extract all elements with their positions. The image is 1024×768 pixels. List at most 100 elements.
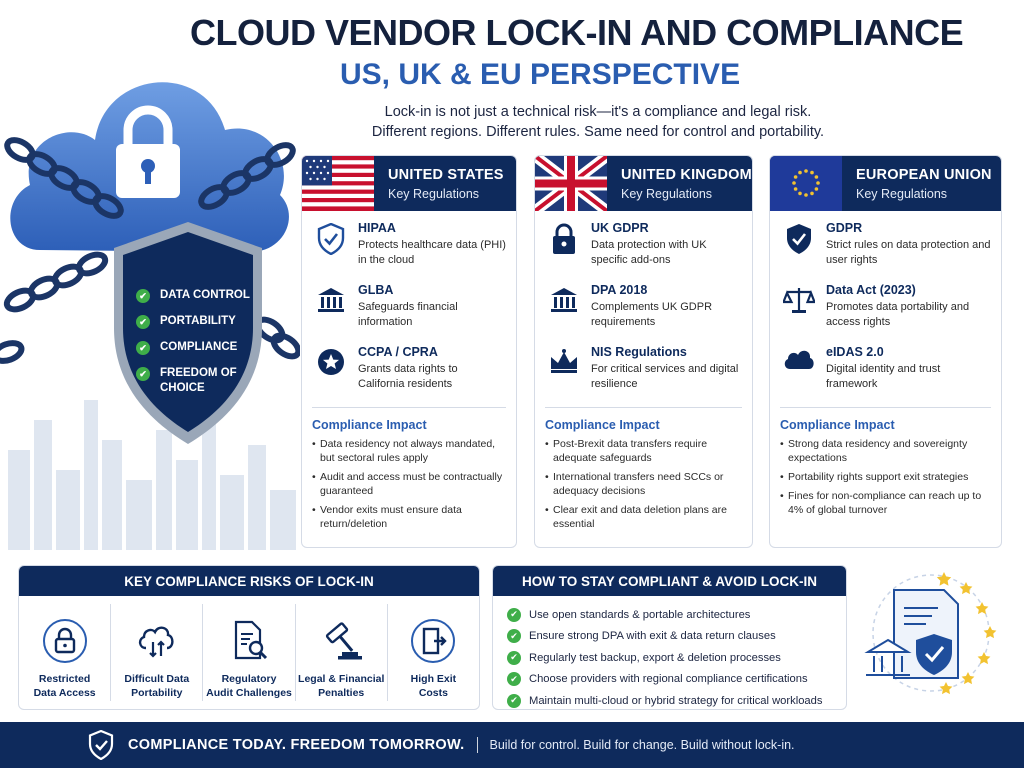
list-item: ✔Choose providers with regional complian… bbox=[507, 669, 846, 691]
crown-icon bbox=[551, 349, 577, 373]
impact-title: Compliance Impact bbox=[780, 418, 895, 432]
regulation-title: Data Act (2023) bbox=[826, 283, 916, 297]
us-flag-icon bbox=[302, 156, 374, 211]
check-icon: ✔ bbox=[507, 607, 521, 622]
list-item: ✔Maintain multi-cloud or hybrid strategy… bbox=[507, 690, 846, 709]
regulation-item: eIDAS 2.0 Digital identity and trust fra… bbox=[770, 335, 1001, 397]
regulation-desc: Protects healthcare data (PHI) in the cl… bbox=[358, 239, 506, 266]
padlock-icon bbox=[553, 223, 575, 254]
bank-icon bbox=[318, 288, 344, 312]
risks-panel: KEY COMPLIANCE RISKS OF LOCK-IN Restrict… bbox=[18, 565, 480, 710]
compliance-tips-panel: HOW TO STAY COMPLIANT & AVOID LOCK-IN ✔U… bbox=[492, 565, 847, 710]
hero-illustration: ✔DATA CONTROL ✔PORTABILITY ✔COMPLIANCE ✔… bbox=[0, 30, 300, 550]
padlock-icon bbox=[116, 105, 180, 198]
shield-check-icon bbox=[317, 223, 345, 255]
padlock-icon bbox=[42, 619, 87, 663]
check-icon: ✔ bbox=[507, 693, 521, 708]
regulation-desc: Digital identity and trust framework bbox=[826, 363, 941, 390]
regulation-title: NIS Regulations bbox=[591, 345, 687, 359]
cloud-icon bbox=[784, 350, 814, 369]
regulation-item: NIS Regulations For critical services an… bbox=[535, 335, 752, 397]
region-subtitle: Key Regulations bbox=[621, 186, 713, 201]
regulation-item: GDPR Strict rules on data protection and… bbox=[770, 211, 1001, 273]
regulation-item: DPA 2018 Complements UK GDPR requirement… bbox=[535, 273, 752, 335]
compliance-impact: Compliance Impact Post-Brexit data trans… bbox=[545, 407, 742, 531]
shield-item: ✔DATA CONTROL bbox=[136, 288, 266, 303]
region-header: EUROPEAN UNION Key Regulations bbox=[770, 156, 1001, 211]
shield-badge bbox=[114, 222, 262, 444]
regulation-desc: Promotes data portability and access rig… bbox=[826, 301, 970, 328]
footer-slogan: COMPLIANCE TODAY. FREEDOM TOMORROW. bbox=[128, 737, 465, 753]
list-item: Audit and access must be contractually g… bbox=[312, 470, 506, 498]
eu-flag-icon bbox=[770, 156, 842, 211]
compliance-tips-title: HOW TO STAY COMPLIANT & AVOID LOCK-IN bbox=[493, 566, 846, 596]
regulation-item: Data Act (2023) Promotes data portabilit… bbox=[770, 273, 1001, 335]
region-name: UNITED STATES bbox=[388, 166, 504, 183]
check-icon: ✔ bbox=[136, 315, 150, 329]
shield-item: ✔FREEDOM OF CHOICE bbox=[136, 366, 266, 396]
impact-title: Compliance Impact bbox=[545, 418, 660, 432]
tagline: Lock-in is not just a technical risk—it'… bbox=[371, 104, 825, 140]
shield-item: ✔PORTABILITY bbox=[136, 314, 266, 329]
regulation-desc: For critical services and digital resili… bbox=[591, 363, 739, 390]
list-item: Portability rights support exit strategi… bbox=[780, 470, 991, 484]
regulation-desc: Complements UK GDPR requirements bbox=[591, 301, 713, 328]
chain-graphic bbox=[0, 137, 300, 364]
footer-bar: COMPLIANCE TODAY. FREEDOM TOMORROW. Buil… bbox=[0, 722, 1024, 768]
regulation-item: GLBA Safeguards financial information bbox=[302, 273, 516, 335]
regulation-title: HIPAA bbox=[358, 221, 396, 235]
regulation-title: CCPA / CPRA bbox=[358, 345, 438, 359]
check-icon: ✔ bbox=[507, 650, 521, 665]
check-icon: ✔ bbox=[136, 341, 150, 355]
shield-item: ✔COMPLIANCE bbox=[136, 340, 266, 355]
compliance-impact: Compliance Impact Data residency not alw… bbox=[312, 407, 506, 531]
list-item: Data residency not always mandated, but … bbox=[312, 437, 506, 465]
city-skyline-graphic bbox=[8, 400, 296, 550]
shield-check-icon bbox=[787, 224, 811, 254]
list-item: ✔Ensure strong DPA with exit & data retu… bbox=[507, 626, 846, 648]
document-search-icon bbox=[234, 620, 268, 660]
list-item: ✔Regularly test backup, export & deletio… bbox=[507, 647, 846, 669]
exit-door-icon bbox=[411, 619, 456, 663]
impact-title: Compliance Impact bbox=[312, 418, 427, 432]
regulation-desc: Data protection with UK specific add-ons bbox=[591, 239, 707, 266]
check-icon: ✔ bbox=[136, 367, 150, 381]
check-icon: ✔ bbox=[507, 672, 521, 687]
region-name: EUROPEAN UNION bbox=[856, 166, 992, 183]
regulation-desc: Safeguards financial information bbox=[358, 301, 458, 328]
region-header: UNITED STATES Key Regulations bbox=[302, 156, 516, 211]
regulation-item: CCPA / CPRA Grants data rights to Califo… bbox=[302, 335, 516, 397]
scales-icon bbox=[783, 288, 815, 313]
region-card-us: UNITED STATES Key Regulations HIPAA Prot… bbox=[301, 155, 517, 548]
region-subtitle: Key Regulations bbox=[856, 186, 948, 201]
regulation-item: UK GDPR Data protection with UK specific… bbox=[535, 211, 752, 273]
region-header: UNITED KINGDOM Key Regulations bbox=[535, 156, 752, 211]
list-item: ✔Use open standards & portable architect… bbox=[507, 604, 846, 626]
list-item: Post-Brexit data transfers require adequ… bbox=[545, 437, 742, 465]
bank-icon bbox=[551, 288, 577, 312]
list-item: Strong data residency and sovereignty ex… bbox=[780, 437, 991, 465]
regulation-item: HIPAA Protects healthcare data (PHI) in … bbox=[302, 211, 516, 273]
cloud-transfer-icon bbox=[138, 626, 174, 658]
regulation-desc: Grants data rights to California residen… bbox=[358, 363, 458, 390]
check-icon: ✔ bbox=[136, 289, 150, 303]
regulation-title: DPA 2018 bbox=[591, 283, 648, 297]
region-card-uk: UNITED KINGDOM Key Regulations UK GDPR D… bbox=[534, 155, 753, 548]
risks-title: KEY COMPLIANCE RISKS OF LOCK-IN bbox=[19, 566, 479, 596]
regulation-desc: Strict rules on data protection and user… bbox=[826, 239, 991, 266]
check-icon: ✔ bbox=[507, 629, 521, 644]
footer-divider bbox=[476, 737, 478, 753]
footer-subtext: Build for control. Build for change. Bui… bbox=[489, 738, 795, 752]
compliance-impact: Compliance Impact Strong data residency … bbox=[780, 407, 991, 517]
list-item: International transfers need SCCs or ade… bbox=[545, 470, 742, 498]
page-title: CLOUD VENDOR LOCK-IN AND COMPLIANCE bbox=[190, 12, 964, 53]
regulation-title: GDPR bbox=[826, 221, 863, 235]
star-badge-icon bbox=[318, 349, 344, 375]
shield-check-icon bbox=[88, 730, 114, 760]
regulation-title: eIDAS 2.0 bbox=[826, 345, 884, 359]
